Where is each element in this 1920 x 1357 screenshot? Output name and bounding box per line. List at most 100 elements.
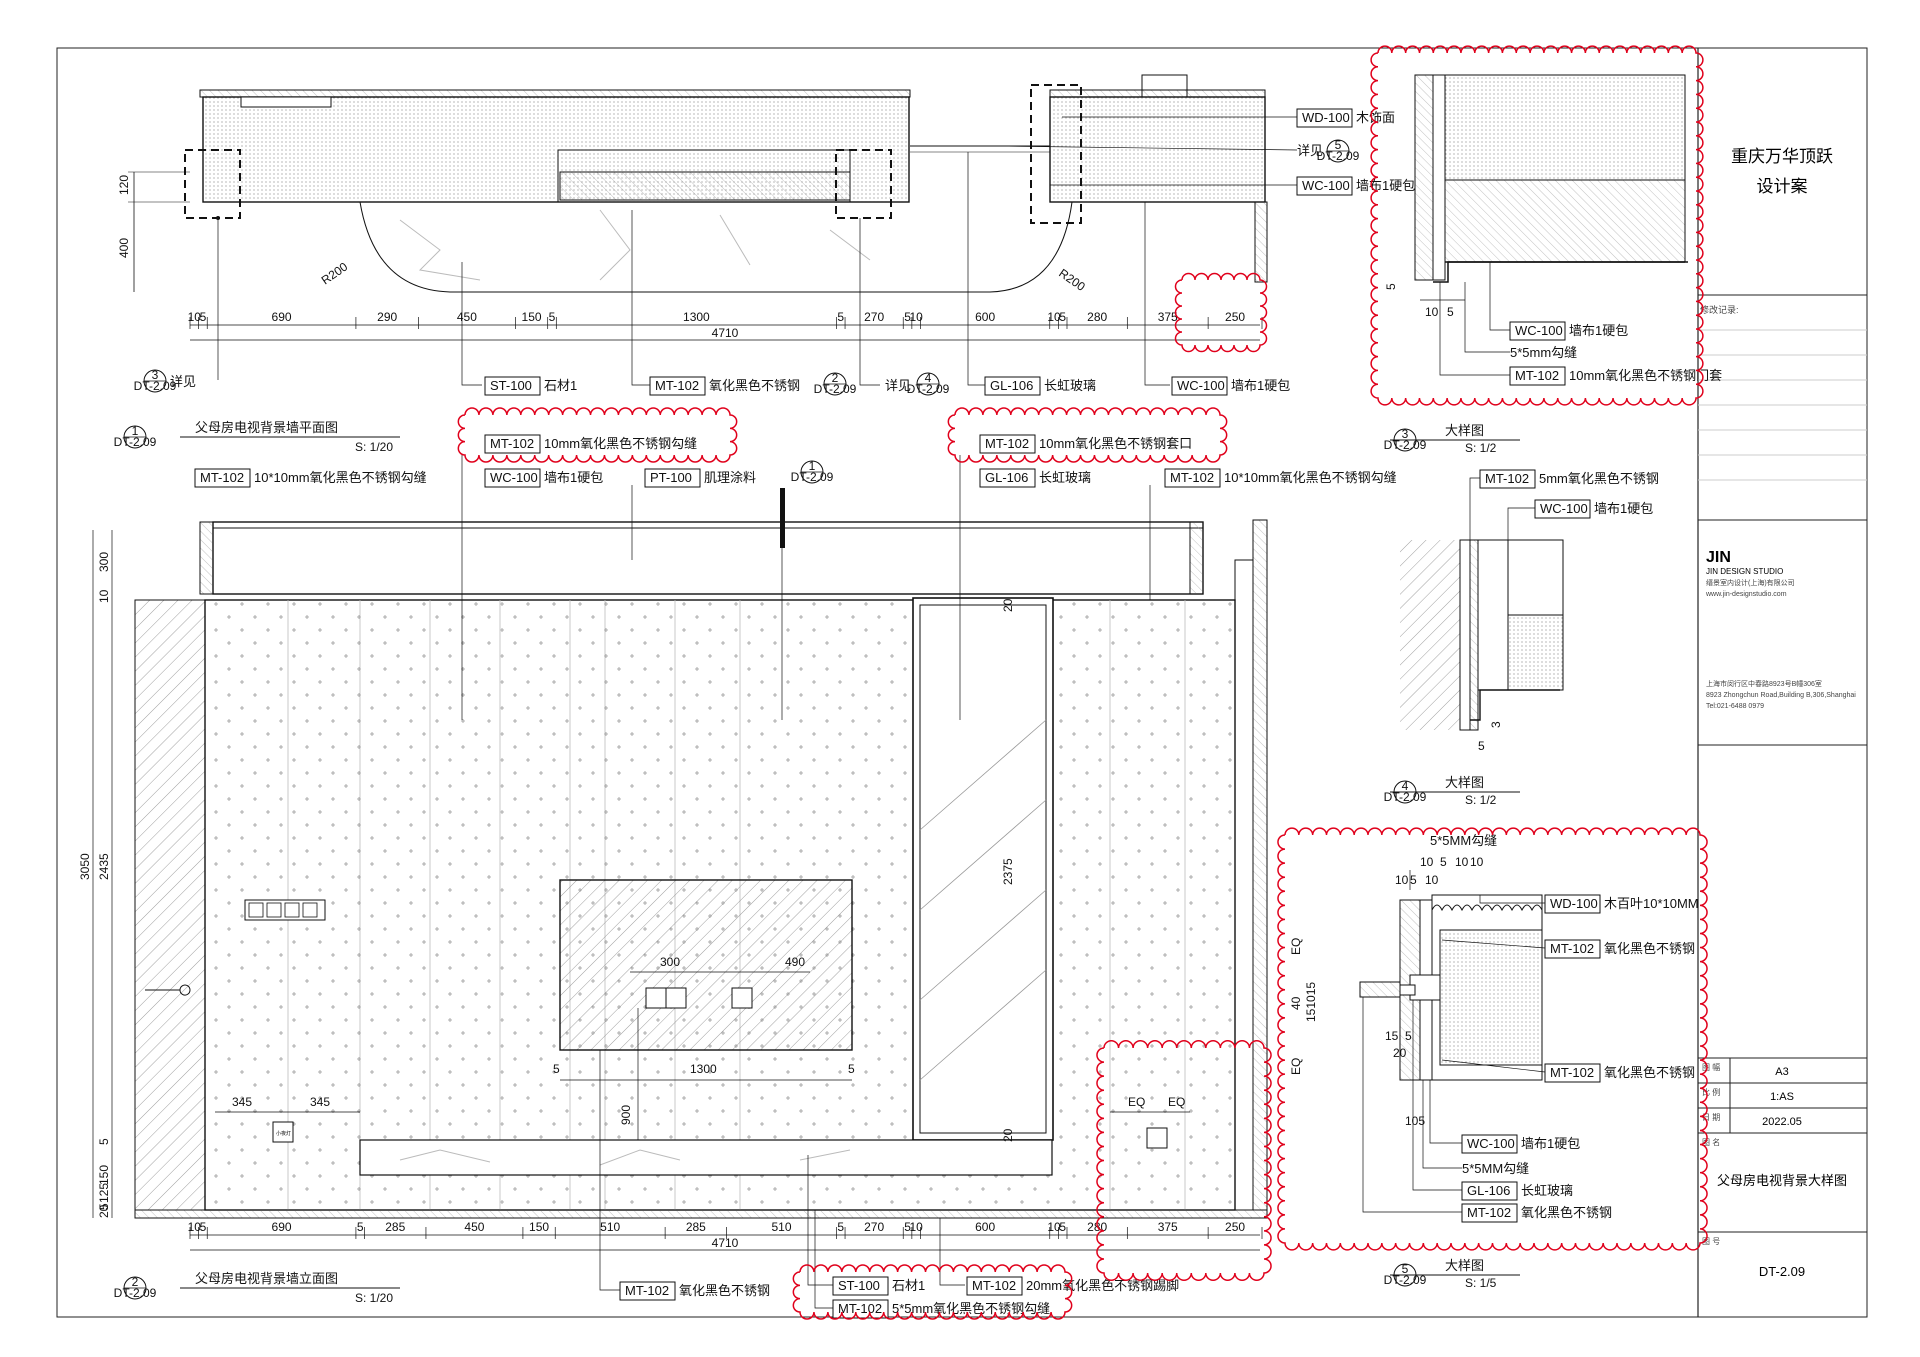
elev-dim-15: 10 [1047,1220,1061,1234]
plan-total-dim: 4710 [712,326,739,340]
elev-section1-ref-num: 1 [809,459,816,473]
view1-title: 父母房电视背景墙平面图 [195,420,338,435]
view4-scale: S: 1/2 [1465,793,1497,807]
revision-label: 修改记录: [1700,304,1739,315]
view1-ref-num: 1 [132,424,139,438]
studio-addr-cn: 上海市闵行区中春路8923号B幢306室 [1706,679,1822,688]
plan-vdim-2: 400 [117,238,131,258]
view1-ref-ref: DT-2.09 [114,435,157,449]
plan-section2-ref: 2DT-2.09 [814,371,857,396]
elev-dim-9: 510 [771,1220,791,1234]
view1-scale: S: 1/20 [355,440,393,454]
plan-radius-left: R200 [319,259,351,287]
view5-ref-ref: DT-2.09 [1384,1273,1427,1287]
elev-tag-mt102d-text: 10*10mm氧化黑色不锈钢勾缝 [1224,470,1397,485]
d5-tag-1-text: 氧化黑色不锈钢 [1604,941,1695,956]
elev-tag-mt102c-code: MT-102 [985,436,1029,451]
drawing-number: DT-2.09 [1759,1264,1805,1279]
elev-tag-st100-code: ST-100 [838,1278,880,1293]
view3-title: 大样图 [1445,423,1484,438]
studio-web: www.jin-designstudio.com [1705,591,1787,598]
view5-ref-num: 5 [1402,1262,1409,1276]
elev-section1-ref: 1DT-2.09 [791,459,834,484]
plan-tag-wd100-text: 木饰面 [1356,110,1395,125]
elev-vdim-20: 20 [97,1204,111,1218]
plan-dim-5: 150 [522,310,542,324]
plan-section2-ref-ref: DT-2.09 [814,382,857,396]
d5-left-eq1: EQ [1289,938,1303,955]
d3-tag-0-text: 墙布1硬包 [1569,323,1628,338]
d5-top-dim-2: 10 [1455,855,1469,869]
elev-vdim-300: 300 [97,552,111,572]
plan-detail3-text: 详见 [170,374,196,389]
plan-tag-wd100-code: WD-100 [1302,110,1350,125]
studio-logo: JIN [1706,549,1731,566]
view3-ref-num: 3 [1402,427,1409,441]
d3-tag-2-code: MT-102 [1515,368,1559,383]
plan-detail5-ref: 5DT-2.09 [1317,138,1360,163]
elev-dim-5: 450 [464,1220,484,1234]
plan-tag-wc100a-code: WC-100 [1302,178,1350,193]
drawing-name: 父母房电视背景大样图 [1717,1173,1847,1188]
view2-title: 父母房电视背景墙立面图 [195,1271,338,1286]
elev-tag-gl106-code: GL-106 [985,470,1028,485]
plan-detail4-ref-num: 4 [925,371,932,385]
d4-tag-0-text: 5mm氧化黑色不锈钢 [1539,471,1659,486]
elev-dim-19: 250 [1225,1220,1245,1234]
plan-detail5-text: 详见 [1297,143,1323,158]
elev-dim-2: 690 [272,1220,292,1234]
elev-eq-1: EQ [1128,1095,1145,1109]
plan-dim-14: 5 [1059,310,1066,324]
d4-dim-3: 3 [1489,721,1503,728]
plan-detail4-ref: 4DT-2.09 [907,371,950,396]
d5-tag-3-code: WC-100 [1467,1136,1515,1151]
plan-section2-ref-num: 2 [832,371,839,385]
view3-scale: S: 1/2 [1465,441,1497,455]
elev-tag-mt102f-code: MT-102 [972,1278,1016,1293]
elev-tag-wc100-text: 墙布1硬包 [544,470,603,485]
d5-top-note: 5*5MM勾缝 [1430,833,1497,848]
elev-dim-18: 375 [1158,1220,1178,1234]
plan-dim-17: 250 [1225,310,1245,324]
d5-tag-2-text: 氧化黑色不锈钢 [1604,1065,1695,1080]
plan-vdim-1: 120 [117,175,131,195]
revision-cloud-c5 [1277,827,1708,1251]
plan-dim-9: 270 [864,310,884,324]
elev-tag-pt100-text: 肌理涂料 [704,470,756,485]
d5-tag-6-code: MT-102 [1467,1205,1511,1220]
d5-top-dim-1: 5 [1440,855,1447,869]
elev-dim-5b: 5 [848,1062,855,1076]
night-light-label: 小夜灯 [276,1130,291,1137]
project-title-2: 设计案 [1757,177,1808,196]
plan-tag-st100-code: ST-100 [490,378,532,393]
d5-top-dim-3: 10 [1470,855,1484,869]
view4-ref-num: 4 [1402,779,1409,793]
elev-dim-1: 5 [200,1220,207,1234]
view2-ref-num: 2 [132,1275,139,1289]
elev-dim-7: 510 [600,1220,620,1234]
revision-cloud-c6 [1096,1040,1272,1281]
plan-tag-gl106-text: 长虹玻璃 [1044,378,1096,393]
scale-value: 1:AS [1770,1091,1794,1103]
plan-detail5-ref-ref: DT-2.09 [1317,149,1360,163]
d4-tag-1-text: 墙布1硬包 [1594,501,1653,516]
d5-top-dim-0: 10 [1420,855,1434,869]
plan-dim-4: 450 [457,310,477,324]
plan-dim-1: 5 [200,310,207,324]
d3-tag-1: 5*5mm勾缝 [1510,345,1577,360]
revision-cloud-c2 [1174,272,1268,353]
studio-name: JIN DESIGN STUDIO [1706,567,1783,576]
d5-inner-5: 5 [1405,1029,1412,1043]
elev-total-dim: 4710 [712,1236,739,1250]
d5-tag-5-code: GL-106 [1467,1183,1510,1198]
elev-dim-13: 10 [909,1220,923,1234]
plan-tag-wc100a-text: 墙布1硬包 [1356,178,1415,193]
elev-dim-0: 10 [188,1220,202,1234]
